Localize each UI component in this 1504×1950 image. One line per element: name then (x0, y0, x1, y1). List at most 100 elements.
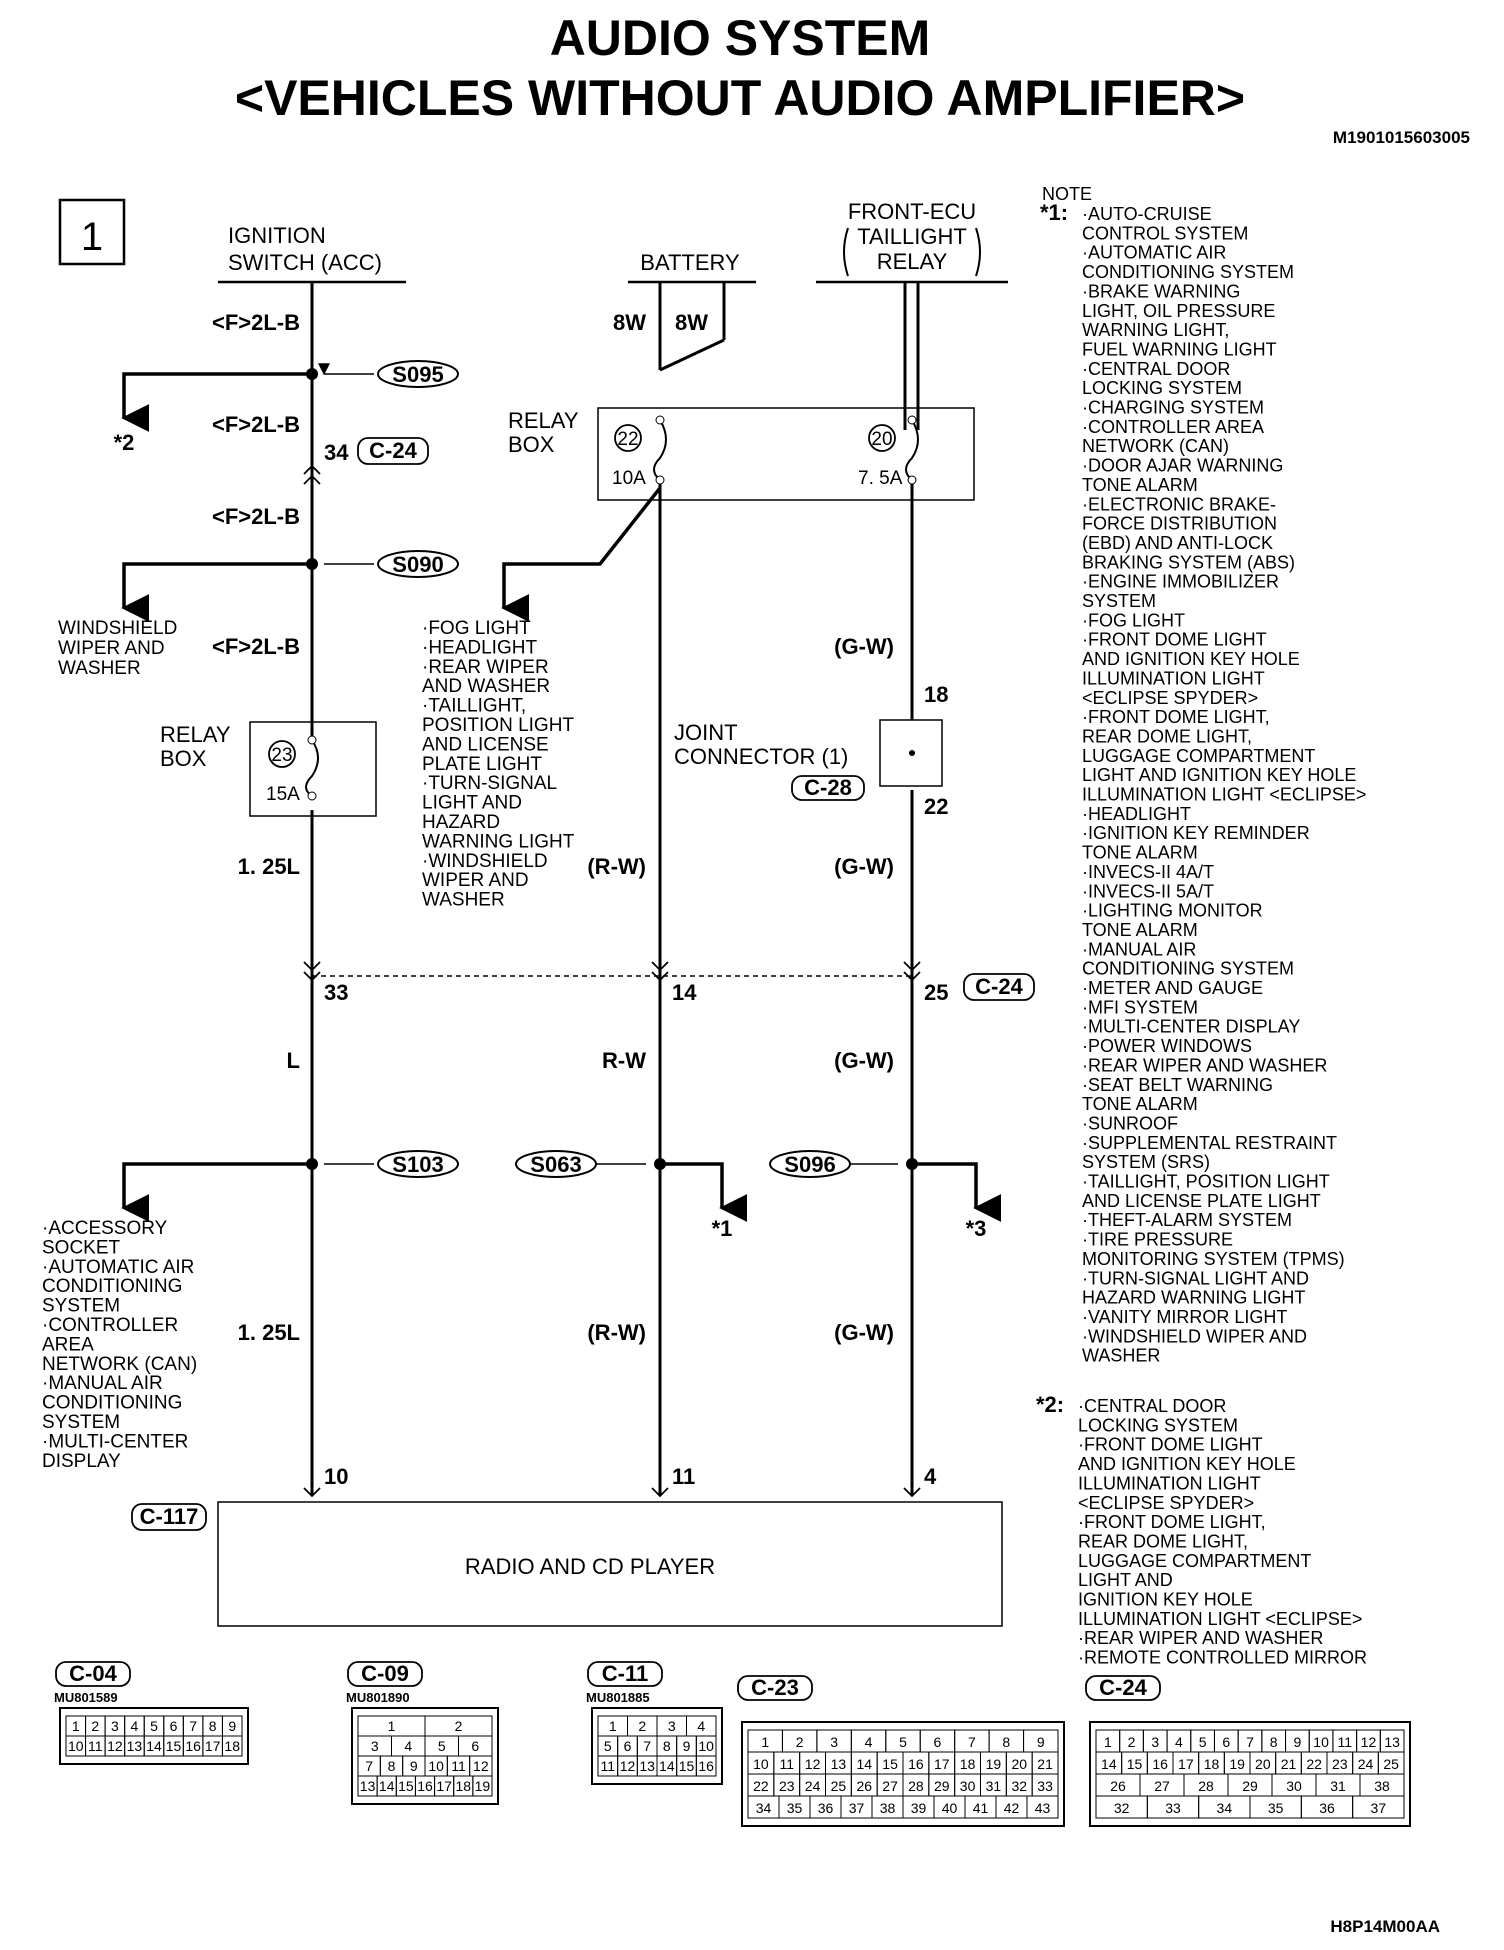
wire-right (903, 282, 920, 1496)
connector-pin-number: 7 (365, 1758, 373, 1774)
connector-pin-number: 9 (228, 1718, 236, 1734)
note-1-line: ·AUTO-CRUISE (1082, 204, 1212, 224)
branch-list-relay-outputs: ·FOG LIGHT·HEADLIGHT·REAR WIPER AND WASH… (422, 618, 575, 911)
note-1-line: (EBD) AND ANTI-LOCK (1082, 533, 1273, 553)
accessory-branch-line: NETWORK (CAN) (42, 1354, 197, 1375)
note-1-line: SYSTEM (1082, 591, 1156, 611)
wire-label-8w-right: 8W (675, 310, 708, 335)
relay-box-lower-label-2: BOX (160, 746, 207, 771)
battery-source: BATTERY (628, 250, 756, 284)
connector-pin-number: 15 (882, 1756, 898, 1772)
note-1-line: ·AUTOMATIC AIR (1082, 243, 1226, 263)
connector-c117-tag: C-117 (140, 1504, 199, 1529)
connector-pin-number: 3 (830, 1734, 838, 1750)
note-1-line: ·MFI SYSTEM (1082, 997, 1198, 1017)
connector-pin-number: 5 (899, 1734, 907, 1750)
connector-pin-number: 4 (131, 1718, 139, 1734)
connector-view-tag (347, 1661, 423, 1687)
reference-mark-1: *1 (712, 1216, 733, 1241)
note-1-line: ·TURN-SIGNAL LIGHT AND (1082, 1268, 1309, 1288)
note-1-line: FUEL WARNING LIGHT (1082, 339, 1277, 359)
connector-pin-number: 9 (410, 1758, 418, 1774)
connector-view-frame (59, 1707, 249, 1765)
note-1-line: ILLUMINATION LIGHT (1082, 668, 1265, 688)
wire-label-8w-left: 8W (613, 310, 646, 335)
note-1-line: ·POWER WINDOWS (1082, 1036, 1252, 1056)
note-1-line: TONE ALARM (1082, 843, 1198, 863)
relay-output-line: PLATE LIGHT (422, 754, 542, 775)
connector-pin-number: 43 (1035, 1800, 1051, 1816)
connector-pin-number: 4 (404, 1738, 412, 1754)
accessory-branch-line: ·MULTI-CENTER (42, 1431, 188, 1452)
connector-pin-number: 6 (471, 1738, 479, 1754)
note-2-line: AND IGNITION KEY HOLE (1078, 1454, 1296, 1474)
connector-pin-number: 7 (189, 1718, 197, 1734)
connector-view-frame (351, 1707, 499, 1805)
wire-labels: <F>2L-B <F>2L-B <F>2L-B <F>2L-B 8W 8W (G… (212, 310, 894, 1345)
connector-pin-number: 13 (831, 1756, 847, 1772)
connector-pin-number: 27 (1154, 1778, 1170, 1794)
note-2-line: ·REMOTE CONTROLLED MIRROR (1078, 1648, 1367, 1668)
pin-34: 34 (324, 440, 349, 465)
pin-10: 10 (324, 1464, 348, 1489)
c24-connector-upper: 34 C-24 (303, 437, 429, 485)
accessory-branch-line: ·AUTOMATIC AIR (42, 1257, 194, 1278)
note-2-line: ·REAR WIPER AND WASHER (1078, 1628, 1323, 1648)
connector-pin-number: 8 (1002, 1734, 1010, 1750)
connector-pin-cell (1352, 1795, 1405, 1819)
note-1-line: CONTROL SYSTEM (1082, 223, 1248, 243)
connector-c24-tag-lower: C-24 (975, 974, 1023, 999)
note-2-line: ·CENTRAL DOOR (1078, 1396, 1226, 1416)
connector-view-tag (737, 1675, 813, 1701)
wire-label-gw-4: (G-W) (834, 1320, 894, 1345)
note-1-line: LIGHT, OIL PRESSURE (1082, 301, 1275, 321)
connector-pin-number: 13 (127, 1738, 143, 1754)
connector-pin-number: 1 (761, 1734, 769, 1750)
connector-pin-number: 41 (973, 1800, 989, 1816)
connector-pin-number: 15 (166, 1738, 182, 1754)
pin-18: 18 (924, 682, 948, 707)
connector-pin-number: 3 (111, 1718, 119, 1734)
splice-labels: S095 S090 S103 S063 S096 (318, 360, 898, 1178)
connector-pin-number: 9 (1293, 1734, 1301, 1750)
connector-pin-number: 5 (604, 1738, 612, 1754)
connector-pin-number: 12 (1361, 1734, 1377, 1750)
connector-pin-number: 6 (1222, 1734, 1230, 1750)
relay-box-lower-label-1: RELAY (160, 722, 231, 747)
connector-pin-number: 14 (659, 1758, 675, 1774)
connector-pin-cell (472, 1775, 493, 1797)
connector-pin-number: 14 (146, 1738, 162, 1754)
wire-label-125l-2: 1. 25L (238, 1320, 300, 1345)
joint-connector-label-2: CONNECTOR (1) (674, 744, 848, 769)
note-1-line: ·IGNITION KEY REMINDER (1082, 823, 1310, 843)
connector-pin-number: 8 (388, 1758, 396, 1774)
connector-pin-number: 32 (1011, 1778, 1027, 1794)
relay-output-line: HAZARD (422, 812, 500, 833)
notes-panel: NOTE *1: ·AUTO-CRUISE CONTROL SYSTEM·AUT… (1036, 184, 1367, 1668)
note-1-line: ·CHARGING SYSTEM (1082, 398, 1264, 418)
relay-box-label-2: BOX (508, 432, 555, 457)
note-1-line: ·VANITY MIRROR LIGHT (1082, 1307, 1287, 1327)
wire-label-f2lb-2: <F>2L-B (212, 412, 300, 437)
connector-pin-number: 24 (1358, 1756, 1374, 1772)
wire-middle (658, 282, 726, 1496)
accessory-branch-line: ·ACCESSORY (42, 1218, 168, 1239)
relay-output-line: ·HEADLIGHT (422, 637, 537, 658)
wire-label-gw-2: (G-W) (834, 854, 894, 879)
connector-view-id: C-11 (602, 1661, 648, 1686)
relay-output-line: ·TAILLIGHT, (422, 696, 526, 717)
connector-pin-number: 32 (1114, 1800, 1130, 1816)
connector-view-id: C-23 (751, 1675, 799, 1700)
page-number: 1 (81, 215, 103, 259)
note-2-line: ILLUMINATION LIGHT (1078, 1473, 1261, 1493)
note-1-line: ·ELECTRONIC BRAKE- (1082, 494, 1276, 514)
connector-pin-number: 9 (683, 1738, 691, 1754)
note-1-line: ·THEFT-ALARM SYSTEM (1082, 1210, 1292, 1230)
wire-label-gw-3: (G-W) (834, 1048, 894, 1073)
connector-pin-number: 27 (882, 1778, 898, 1794)
wire-label-l: L (287, 1048, 300, 1073)
connector-pin-number: 31 (986, 1778, 1002, 1794)
connector-pin-number: 22 (753, 1778, 769, 1794)
